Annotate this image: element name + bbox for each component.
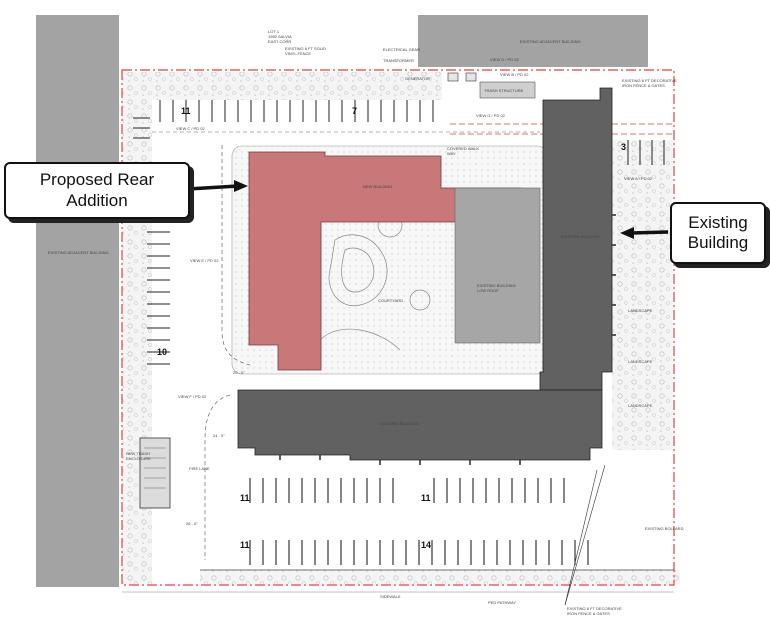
stall-count-top-mid: 7 [352, 106, 357, 116]
label-view-c: VIEW C / PD 02 [176, 126, 205, 131]
label-generator: GENERATOR [405, 76, 430, 81]
stall-count-bottom-row1-left: 11 [240, 493, 250, 503]
parking-row-bottom-2 [249, 540, 589, 565]
label-new-building: NEW BUILDING [363, 184, 392, 189]
existing-arrowhead [620, 227, 634, 239]
existing-low-roof [454, 187, 541, 344]
label-ped-path: PED PATHWAY [488, 600, 516, 605]
existing-building-bottom-wing [237, 389, 603, 461]
label-view-g: VIEW G / PD 02 [476, 113, 506, 118]
stall-count-left-mid: 10 [157, 347, 167, 357]
adjacent-building-left [36, 15, 119, 587]
drive-aisle-left-curve [204, 394, 231, 560]
label-landscape-2: LANDSCAPE [628, 359, 653, 364]
label-dist-20: 20 - 0" [233, 370, 245, 375]
generator [447, 72, 459, 82]
label-dist-24: 24 - 0" [213, 433, 225, 438]
label-existing-bollard: EXISTING BOLLARD [645, 526, 684, 531]
stall-count-bottom-row2-mid: 14 [421, 540, 431, 550]
trash-structure [479, 81, 536, 99]
stall-count-top-left: 11 [181, 106, 191, 116]
property-line [121, 69, 675, 586]
stall-count-bottom-row1-mid: 11 [421, 493, 431, 503]
fence-leader-1 [564, 464, 606, 606]
label-courtyard: COURTYARD [378, 298, 403, 303]
label-transformer: TRANSFORMER [383, 58, 414, 63]
courtyard-paths [319, 212, 431, 351]
stall-count-bottom-row2-left: 11 [240, 540, 250, 550]
label-view-e: VIEW E / PD 02 [190, 258, 219, 263]
callout-existing-building: Existing Building [670, 202, 766, 264]
label-view-a: VIEW A / PD 02 [624, 176, 653, 181]
landscape-bottom [200, 570, 680, 584]
label-view-b: VIEW B / PD 02 [500, 72, 529, 77]
parking-row-left [147, 231, 170, 365]
label-sidewalk: SIDEWALK [380, 594, 401, 599]
label-fire-lane: FIRE LANE [189, 466, 210, 471]
adjacent-building-top-right [418, 15, 648, 67]
drive-aisle-left-upper [221, 145, 251, 366]
parking-row-left-upper [133, 117, 150, 139]
callout-proposed-text: Proposed Rear Addition [39, 170, 155, 210]
label-landscape-3: LANDSCAPE [628, 403, 653, 408]
label-view-f: VIEW F / PD 02 [178, 394, 207, 399]
label-landscape-1: LANDSCAPE [628, 308, 653, 313]
parking-row-right [627, 140, 665, 165]
building-windows [279, 214, 616, 465]
callout-proposed-addition: Proposed Rear Addition [4, 162, 190, 219]
label-trash-structure: TRASH STRUCTURE [484, 88, 524, 93]
trash-enclosure [139, 437, 171, 509]
proposed-leader-line [187, 184, 239, 191]
callout-existing-text: Existing Building [687, 212, 749, 252]
fence-leader-2 [564, 469, 598, 606]
label-view-d: VIEW D / PD 02 [490, 57, 519, 62]
label-existing-building-bottom: EXISTING BUILDING [380, 421, 419, 426]
label-electrical-gear: ELECTRICAL GEAR [383, 47, 420, 52]
label-existing-building-right: EXISTING BUILDING [561, 234, 600, 239]
proposed-arrowhead [234, 180, 248, 192]
existing-leader-line [629, 230, 669, 235]
landscape-right [612, 140, 672, 450]
label-adjacent-left: EXISTING ADJACENT BUILDING [48, 250, 109, 255]
label-adjacent-top-right: EXISTING ADJACENT BUILDING [520, 39, 581, 44]
label-dist-26: 26 - 0" [186, 521, 198, 526]
existing-building-right-wing [539, 87, 613, 391]
parking-row-bottom-1 [249, 478, 565, 503]
parking-row-top [159, 100, 434, 122]
landscape-top [152, 72, 442, 100]
stall-count-right-top: 3 [621, 142, 626, 152]
transformer [465, 72, 477, 82]
